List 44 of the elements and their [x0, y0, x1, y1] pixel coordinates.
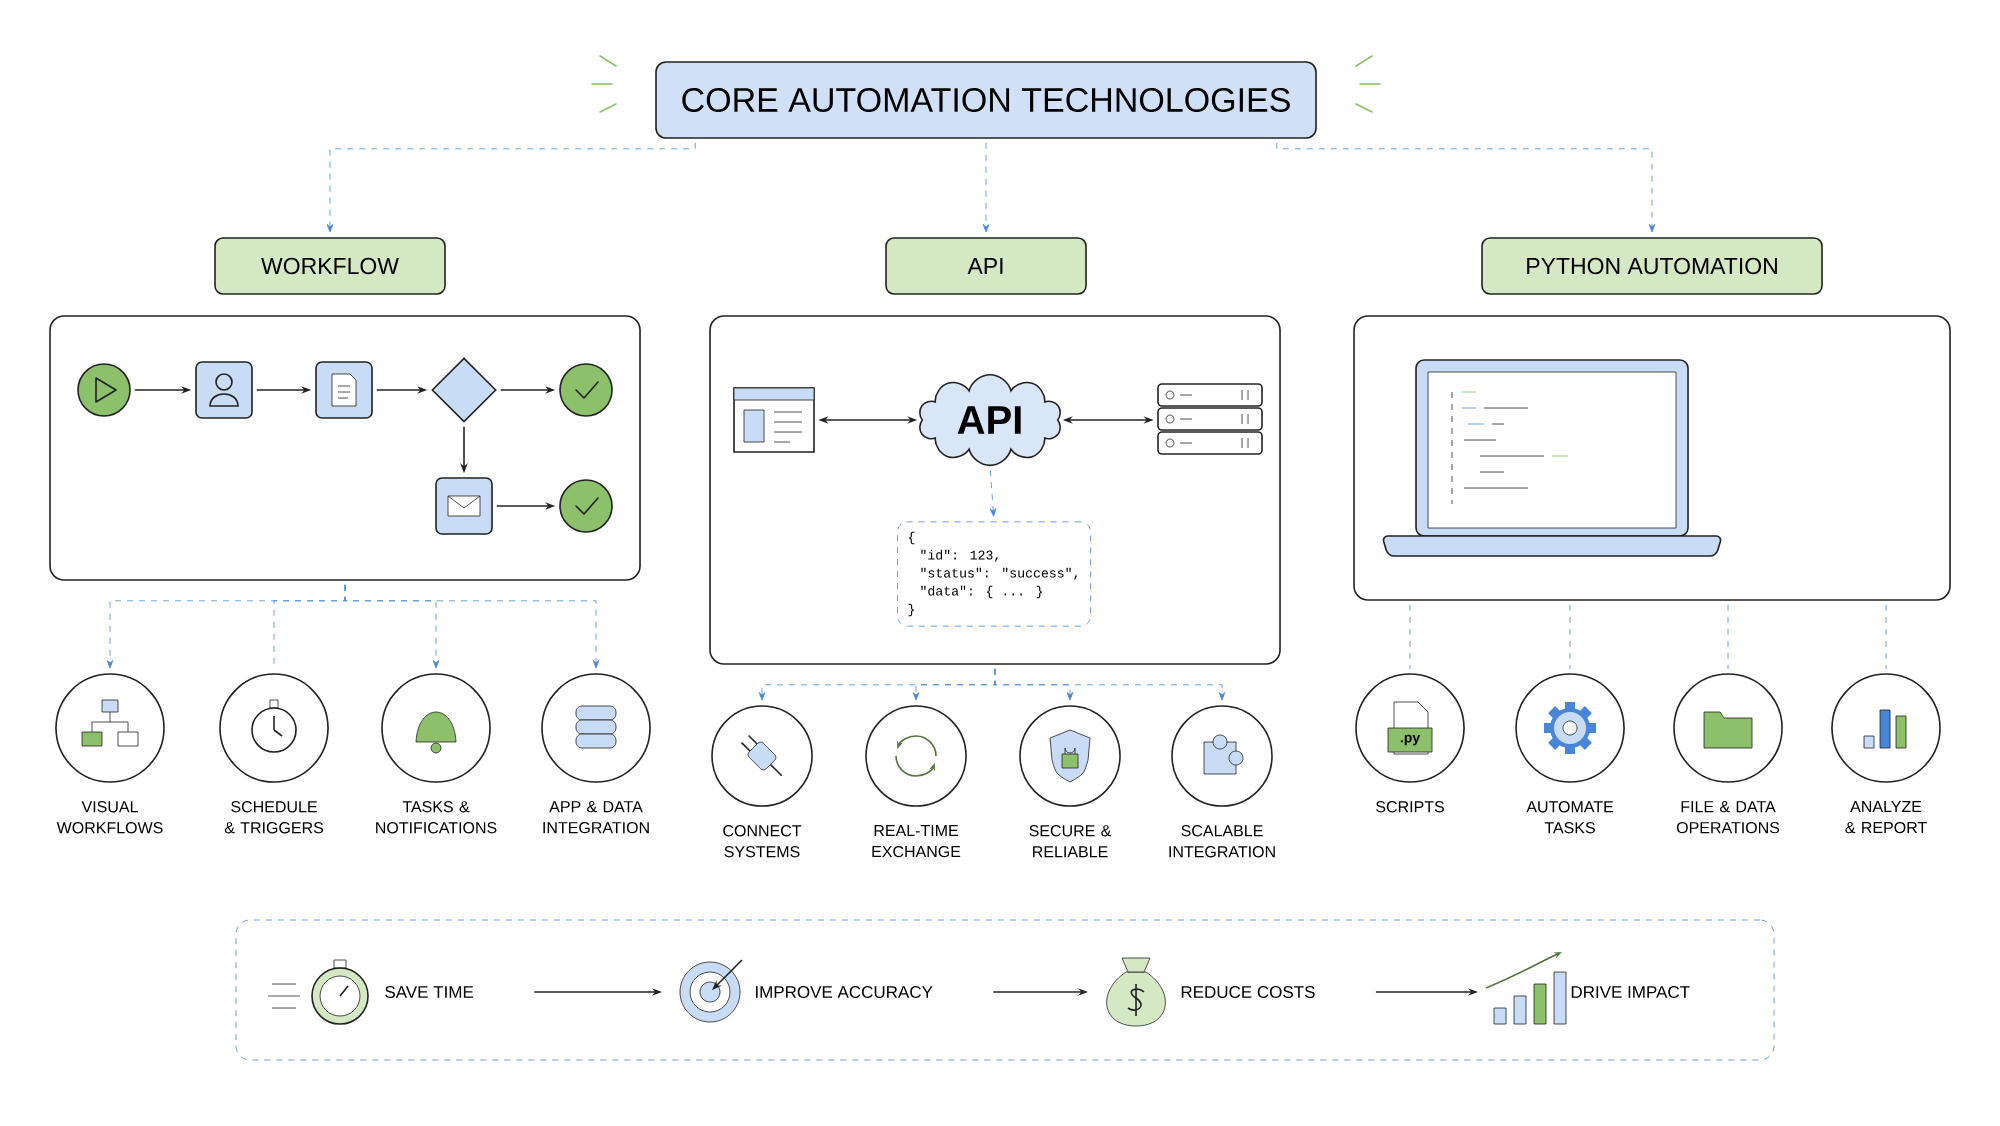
end-circle [559, 479, 613, 533]
connector [344, 584, 600, 669]
section-header: PYTHON AUTOMATION [1481, 237, 1823, 295]
end-circle [559, 363, 613, 417]
connector [1648, 224, 1656, 233]
feature-label: VISUAL WORKFLOWS [56, 801, 163, 834]
benefits-band [235, 919, 1775, 1061]
connector [994, 668, 1226, 701]
decision-diamond [431, 357, 497, 423]
connector [326, 224, 334, 233]
panel-box [709, 315, 1281, 665]
browser-window-drawing [733, 387, 815, 453]
benefit-label: IMPROVE ACCURACY [756, 986, 933, 998]
connector [989, 469, 997, 517]
laptop-drawing [1382, 359, 1722, 557]
mail-task-box [435, 477, 493, 535]
benefit-label: DRIVE IMPACT [1571, 986, 1690, 998]
feature-label: AUTOMATE TASKS [1526, 801, 1614, 834]
section-header: WORKFLOW [214, 237, 446, 295]
feature-label: ANALYZE & REPORT [1845, 801, 1927, 834]
connector [1569, 604, 1571, 670]
feature-label: CONNECT SYSTEMS [723, 825, 802, 858]
section-header: API [885, 237, 1087, 295]
benefit-label: REDUCE COSTS [1181, 986, 1315, 998]
feature-label: REAL-TIME EXCHANGE [872, 825, 961, 858]
feature-label: TASKS & NOTIFICATIONS [376, 801, 497, 834]
connector [982, 142, 990, 233]
feature-label: SCRIPTS [1376, 801, 1444, 813]
feature-label: SCALABLE INTEGRATION [1169, 825, 1275, 858]
title-box: CORE AUTOMATION TECHNOLOGIES [655, 61, 1317, 139]
connector [1727, 604, 1729, 670]
start-circle [77, 363, 131, 417]
feature-label: APP & DATA INTEGRATION [543, 801, 649, 834]
feature-label: FILE & DATA OPERATIONS [1676, 801, 1780, 834]
panel-box [49, 315, 641, 581]
feature-label: SECURE & RELIABLE [1029, 825, 1112, 858]
connector [1409, 604, 1411, 670]
panel-box [1353, 315, 1951, 601]
feature-label: SCHEDULE & TRIGGERS [224, 801, 324, 834]
user-task-box [195, 361, 253, 419]
server-rack-drawing [1157, 383, 1263, 455]
benefit-label: SAVE TIME [385, 986, 474, 998]
document-task-box [315, 361, 373, 419]
connector [1885, 604, 1887, 670]
